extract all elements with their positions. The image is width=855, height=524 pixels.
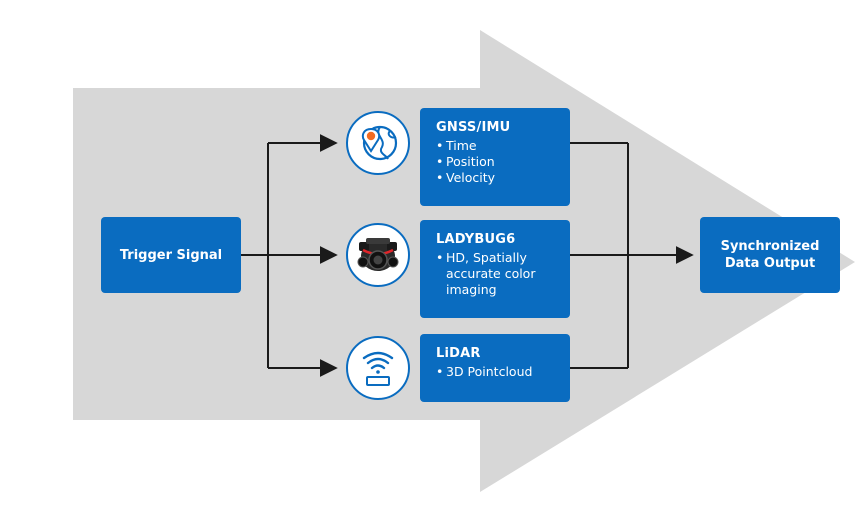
lidar-item-pointcloud: 3D Pointcloud	[436, 364, 560, 380]
ladybug6-title: LADYBUG6	[436, 232, 516, 247]
synchronized-output-box: Synchronized Data Output	[700, 217, 840, 293]
lidar-list: 3D Pointcloud	[436, 364, 560, 380]
ladybug-icon-circle	[346, 223, 410, 287]
lidar-box: LiDAR 3D Pointcloud	[420, 334, 570, 402]
trigger-signal-box: Trigger Signal	[101, 217, 241, 293]
ladybug6-list: HD, Spatially accurate color imaging	[436, 250, 560, 298]
gnss-imu-item-position: Position	[436, 154, 560, 170]
gnss-imu-item-time: Time	[436, 138, 560, 154]
gnss-imu-title: GNSS/IMU	[436, 120, 511, 135]
lidar-title: LiDAR	[436, 346, 481, 361]
ladybug6-box: LADYBUG6 HD, Spatially accurate color im…	[420, 220, 570, 318]
output-label-line2: Data Output	[724, 256, 816, 271]
gnss-imu-list: Time Position Velocity	[436, 138, 560, 186]
output-label-line1: Synchronized	[720, 239, 820, 254]
gnss-imu-box: GNSS/IMU Time Position Velocity	[420, 108, 570, 206]
ladybug6-item-imaging: HD, Spatially accurate color imaging	[436, 250, 560, 298]
lidar-signal-icon	[362, 351, 394, 386]
globe-location-pin-icon	[361, 125, 398, 161]
trigger-signal-label: Trigger Signal	[119, 247, 223, 263]
gnss-icon-circle	[346, 111, 410, 175]
lidar-icon-circle	[346, 336, 410, 400]
ladybug-camera-icon	[357, 238, 399, 271]
gnss-imu-item-velocity: Velocity	[436, 170, 560, 186]
